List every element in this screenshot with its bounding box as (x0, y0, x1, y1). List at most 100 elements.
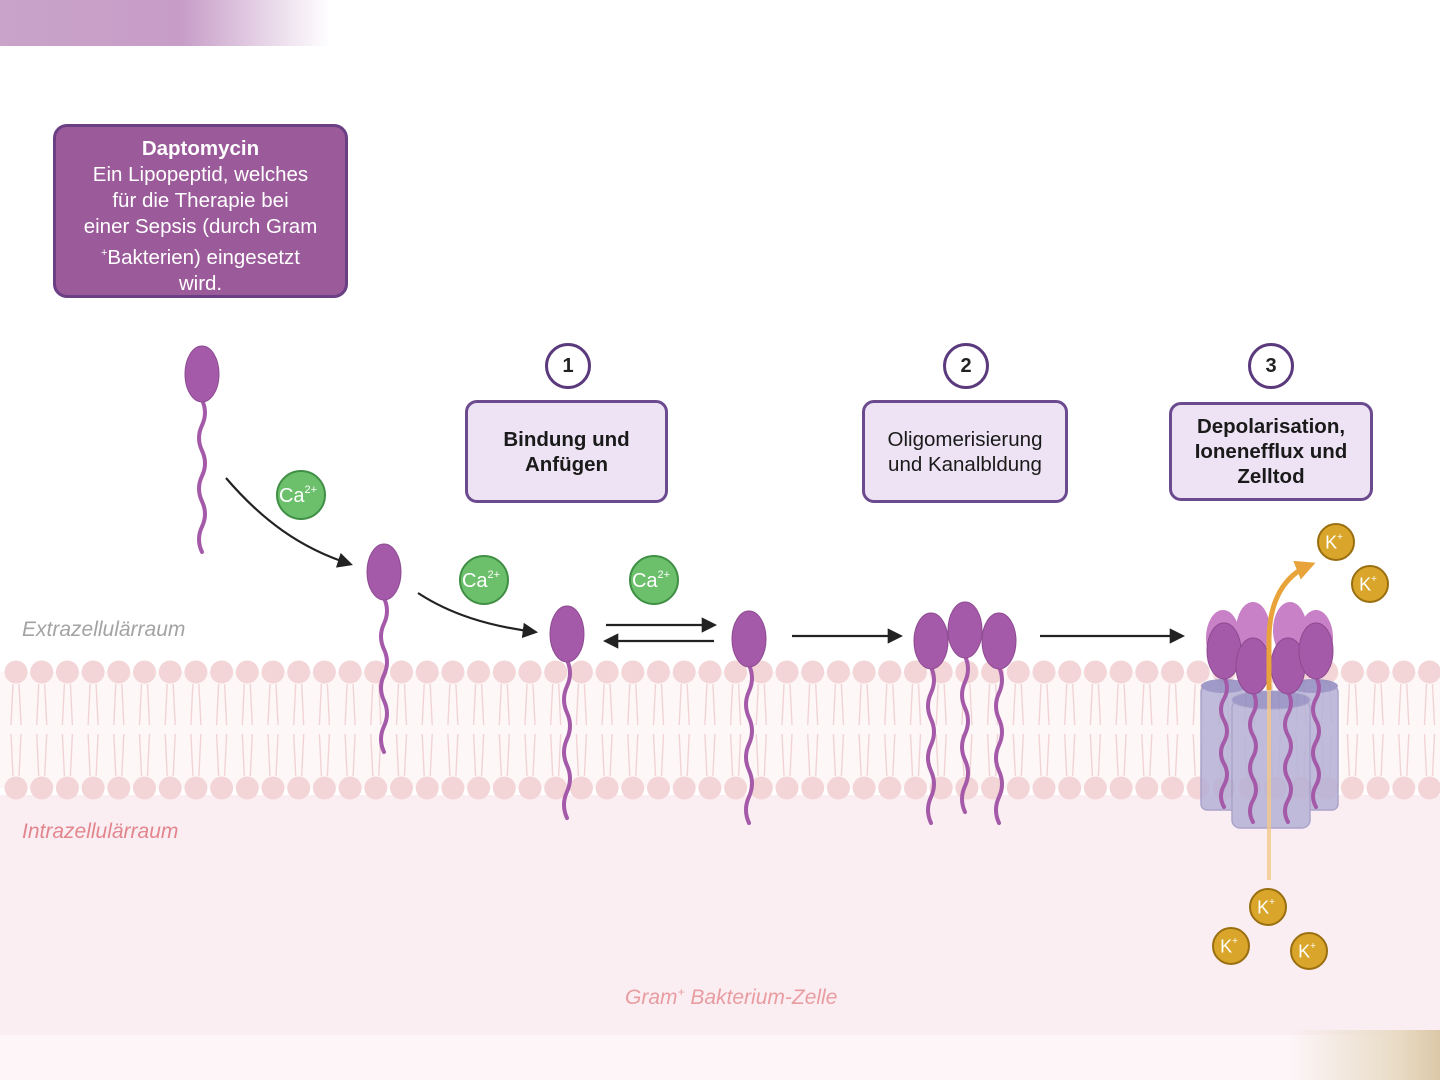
lipid-head-inner (364, 776, 388, 800)
lipid-head-outer (569, 660, 593, 684)
step-1-line-1: Bindung und (503, 427, 630, 451)
daptomycin-molecule (1298, 622, 1334, 809)
daptomycin-molecule (549, 605, 585, 820)
lipid-head-outer (775, 660, 799, 684)
intracellular-region (0, 795, 1440, 1035)
lipid-head-inner (235, 776, 259, 800)
info-title: Daptomycin (141, 137, 260, 160)
daptomycin-molecule (731, 610, 767, 825)
daptomycin-molecule (184, 345, 220, 554)
lipid-head-inner (30, 776, 54, 800)
potassium-ion: K+ (1351, 565, 1389, 603)
daptomycin-info-box: Daptomycin Ein Lipopeptid, welches für d… (53, 124, 348, 298)
lipid-head-inner (55, 776, 79, 800)
potassium-ion: K+ (1290, 932, 1328, 970)
lipid-head-inner (261, 776, 285, 800)
potassium-ion: K+ (1317, 523, 1355, 561)
lipid-head-outer (4, 660, 28, 684)
lipid-head-inner (415, 776, 439, 800)
lipid-head-inner (1032, 776, 1056, 800)
info-line-1: Ein Lipopeptid, welches (92, 163, 309, 186)
daptomycin-molecule (1235, 637, 1271, 824)
lipid-head-outer (1083, 660, 1107, 684)
lipid-head-inner (518, 776, 542, 800)
cell-label-prefix: Gram (625, 986, 678, 1009)
lipid-head-inner (210, 776, 234, 800)
lipid-head-inner (390, 776, 413, 800)
lipid-head-outer (878, 660, 902, 684)
lipid-head-inner (647, 776, 670, 800)
lipid-head-outer (467, 660, 491, 684)
daptomycin-molecule (366, 543, 402, 754)
step-3-box: Depolarisation, Ionenefflux und Zelltod (1169, 402, 1373, 501)
lipid-head-inner (1366, 776, 1390, 800)
step-3-line-2: Ionenefflux und (1194, 440, 1348, 463)
lipid-head-outer (107, 660, 131, 684)
lipid-head-inner (826, 776, 850, 800)
info-line-2: für die Therapie bei (112, 189, 289, 212)
lipid-head-outer (1340, 660, 1364, 684)
lipid-head-inner (158, 776, 182, 800)
lipid-head-inner (441, 776, 465, 800)
lipid-head-inner (492, 776, 516, 800)
daptomycin-molecule (947, 601, 983, 814)
lipid-head-inner (672, 776, 696, 800)
process-arrows (225, 477, 1186, 649)
lipid-head-inner (312, 776, 336, 800)
lipid-head-outer (904, 660, 927, 684)
lipid-head-inner (467, 776, 491, 800)
daptomycin-molecule (981, 612, 1017, 825)
step-2-line-2: und Kanalbldung (888, 452, 1042, 476)
potassium-efflux-arrow (1266, 560, 1316, 690)
info-line-4-text: Bakterien) eingesetzt (107, 246, 300, 269)
calcium-ion: Ca2+ (276, 470, 326, 520)
calcium-ion: Ca2+ (459, 555, 509, 605)
lipid-head-outer (81, 660, 105, 684)
lipid-head-inner (724, 776, 748, 800)
lipid-head-inner (904, 776, 927, 800)
lipid-head-outer (1366, 660, 1390, 684)
lipid-head-outer (1058, 660, 1082, 684)
lipid-head-inner (81, 776, 105, 800)
lipid-head-inner (133, 776, 156, 800)
lipid-head-outer (852, 660, 876, 684)
lipid-head-outer (801, 660, 825, 684)
lipid-head-inner (1058, 776, 1082, 800)
extracellular-label: Extrazellulärraum (22, 618, 186, 641)
lipid-head-outer (312, 660, 336, 684)
cell-label-superscript: + (677, 985, 685, 999)
lipid-head-inner (698, 776, 722, 800)
daptomycin-molecule (913, 612, 949, 825)
lipid-head-outer (184, 660, 208, 684)
lipid-head-inner (107, 776, 131, 800)
lipid-head-outer (544, 660, 568, 684)
lipid-head-outer (1392, 660, 1416, 684)
lipid-head-outer (749, 660, 773, 684)
lipid-head-inner (775, 776, 799, 800)
lipid-head-outer (698, 660, 722, 684)
lipid-head-outer (621, 660, 645, 684)
lipid-head-inner (1418, 776, 1440, 800)
step-1-number: 1 (545, 343, 591, 389)
lipid-head-outer (158, 660, 182, 684)
lipid-head-inner (801, 776, 825, 800)
lipid-head-inner (569, 776, 593, 800)
daptomycin-molecules (184, 345, 1334, 825)
gram-plus-superscript: + (100, 247, 108, 259)
lipid-head-outer (595, 660, 619, 684)
lipid-head-outer (518, 660, 542, 684)
arrow-to-binding (417, 592, 539, 639)
potassium-ion: K+ (1212, 927, 1250, 965)
lipid-head-inner (1161, 776, 1184, 800)
step-3-number: 3 (1248, 343, 1294, 389)
lipid-head-inner (544, 776, 568, 800)
lipid-head-outer (724, 660, 748, 684)
lipid-head-inner (595, 776, 619, 800)
lipid-head-inner (287, 776, 311, 800)
info-line-3: einer Sepsis (durch Gram (83, 215, 318, 238)
ions: Ca2+Ca2+Ca2+K+K+K+K+K+ (276, 470, 1389, 970)
lipid-head-outer (1109, 660, 1133, 684)
lipid-head-inner (1392, 776, 1416, 800)
lipid-head-outer (826, 660, 850, 684)
